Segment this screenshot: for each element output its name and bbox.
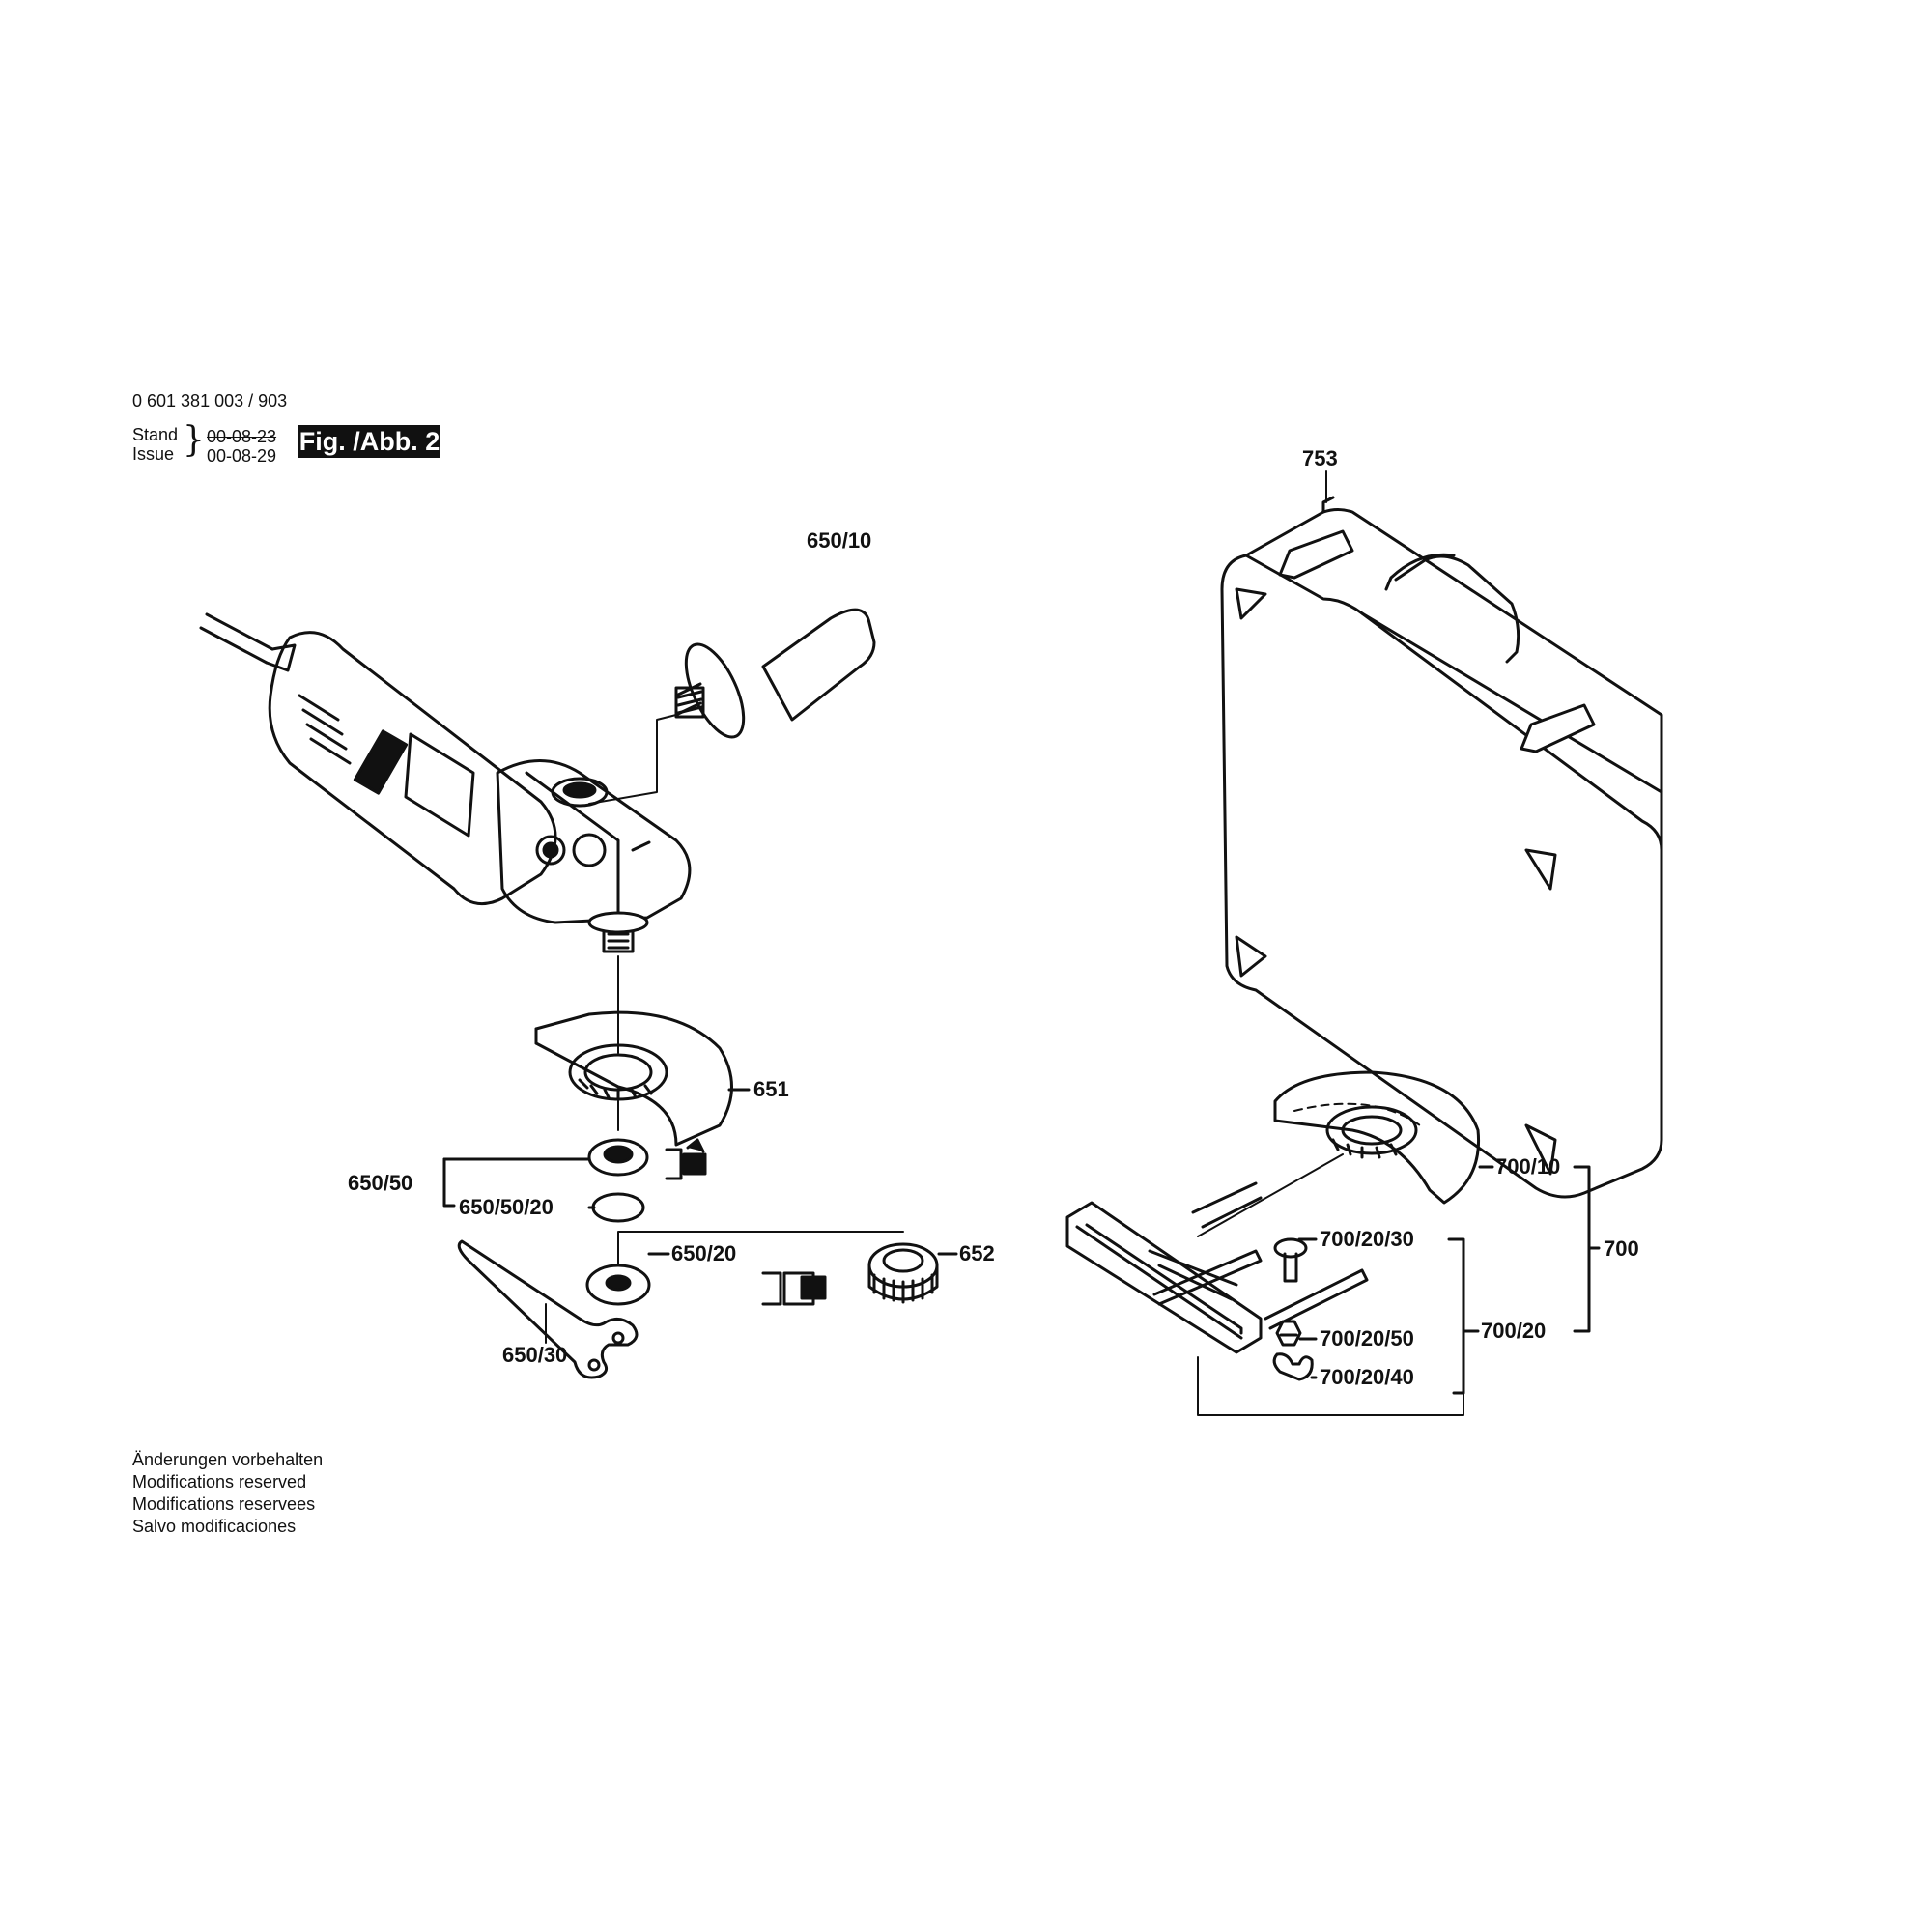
footer-line-fr: Modifications reservees bbox=[132, 1494, 316, 1514]
issue-label: Issue bbox=[132, 444, 175, 464]
callout-650-50-20: 650/50/20 bbox=[459, 1195, 554, 1219]
callout-700-20-40: 700/20/40 bbox=[1320, 1365, 1414, 1389]
callout-700: 700 bbox=[1604, 1236, 1639, 1261]
part-number: 0 601 381 003 / 903 bbox=[132, 391, 288, 411]
mounting-flange bbox=[587, 1138, 707, 1180]
pin-wrench bbox=[457, 1239, 639, 1379]
callout-650-30: 650/30 bbox=[502, 1343, 567, 1367]
callout-753: 753 bbox=[1302, 446, 1338, 470]
o-ring bbox=[591, 1192, 645, 1223]
callout-700-20: 700/20 bbox=[1481, 1319, 1546, 1343]
footer-line-es: Salvo modificaciones bbox=[132, 1517, 297, 1536]
wheel-guard bbox=[534, 1010, 733, 1147]
stand-date: 00-08-23 bbox=[207, 427, 277, 446]
quick-clamping-nut bbox=[867, 1242, 939, 1304]
callout-650-10: 650/10 bbox=[807, 528, 871, 553]
modifications-notice: Änderungen vorbehalten Modifications res… bbox=[132, 1449, 323, 1538]
issue-date: 00-08-29 bbox=[207, 446, 277, 466]
angle-grinder-body bbox=[199, 612, 692, 953]
callout-651: 651 bbox=[753, 1077, 789, 1101]
stand-label: Stand bbox=[132, 425, 179, 444]
callout-700-20-50: 700/20/50 bbox=[1320, 1326, 1414, 1350]
callout-650-50: 650/50 bbox=[348, 1171, 412, 1195]
bracket-brace-icon: } bbox=[183, 420, 205, 460]
callout-700-10: 700/10 bbox=[1495, 1154, 1560, 1179]
footer-line-de: Änderungen vorbehalten bbox=[132, 1450, 324, 1469]
callout-652: 652 bbox=[959, 1241, 995, 1265]
callout-650-20: 650/20 bbox=[671, 1241, 736, 1265]
side-handle bbox=[588, 608, 876, 805]
figure-label: Fig. /Abb. 2 bbox=[298, 425, 440, 458]
cutting-guide-attachment bbox=[1065, 1070, 1481, 1416]
clamping-nut bbox=[585, 1231, 904, 1306]
carrying-case bbox=[1220, 470, 1663, 1199]
callout-700-20-30: 700/20/30 bbox=[1320, 1227, 1414, 1251]
footer-line-en: Modifications reserved bbox=[132, 1472, 307, 1492]
callout-leader-lines bbox=[442, 1088, 1601, 1395]
